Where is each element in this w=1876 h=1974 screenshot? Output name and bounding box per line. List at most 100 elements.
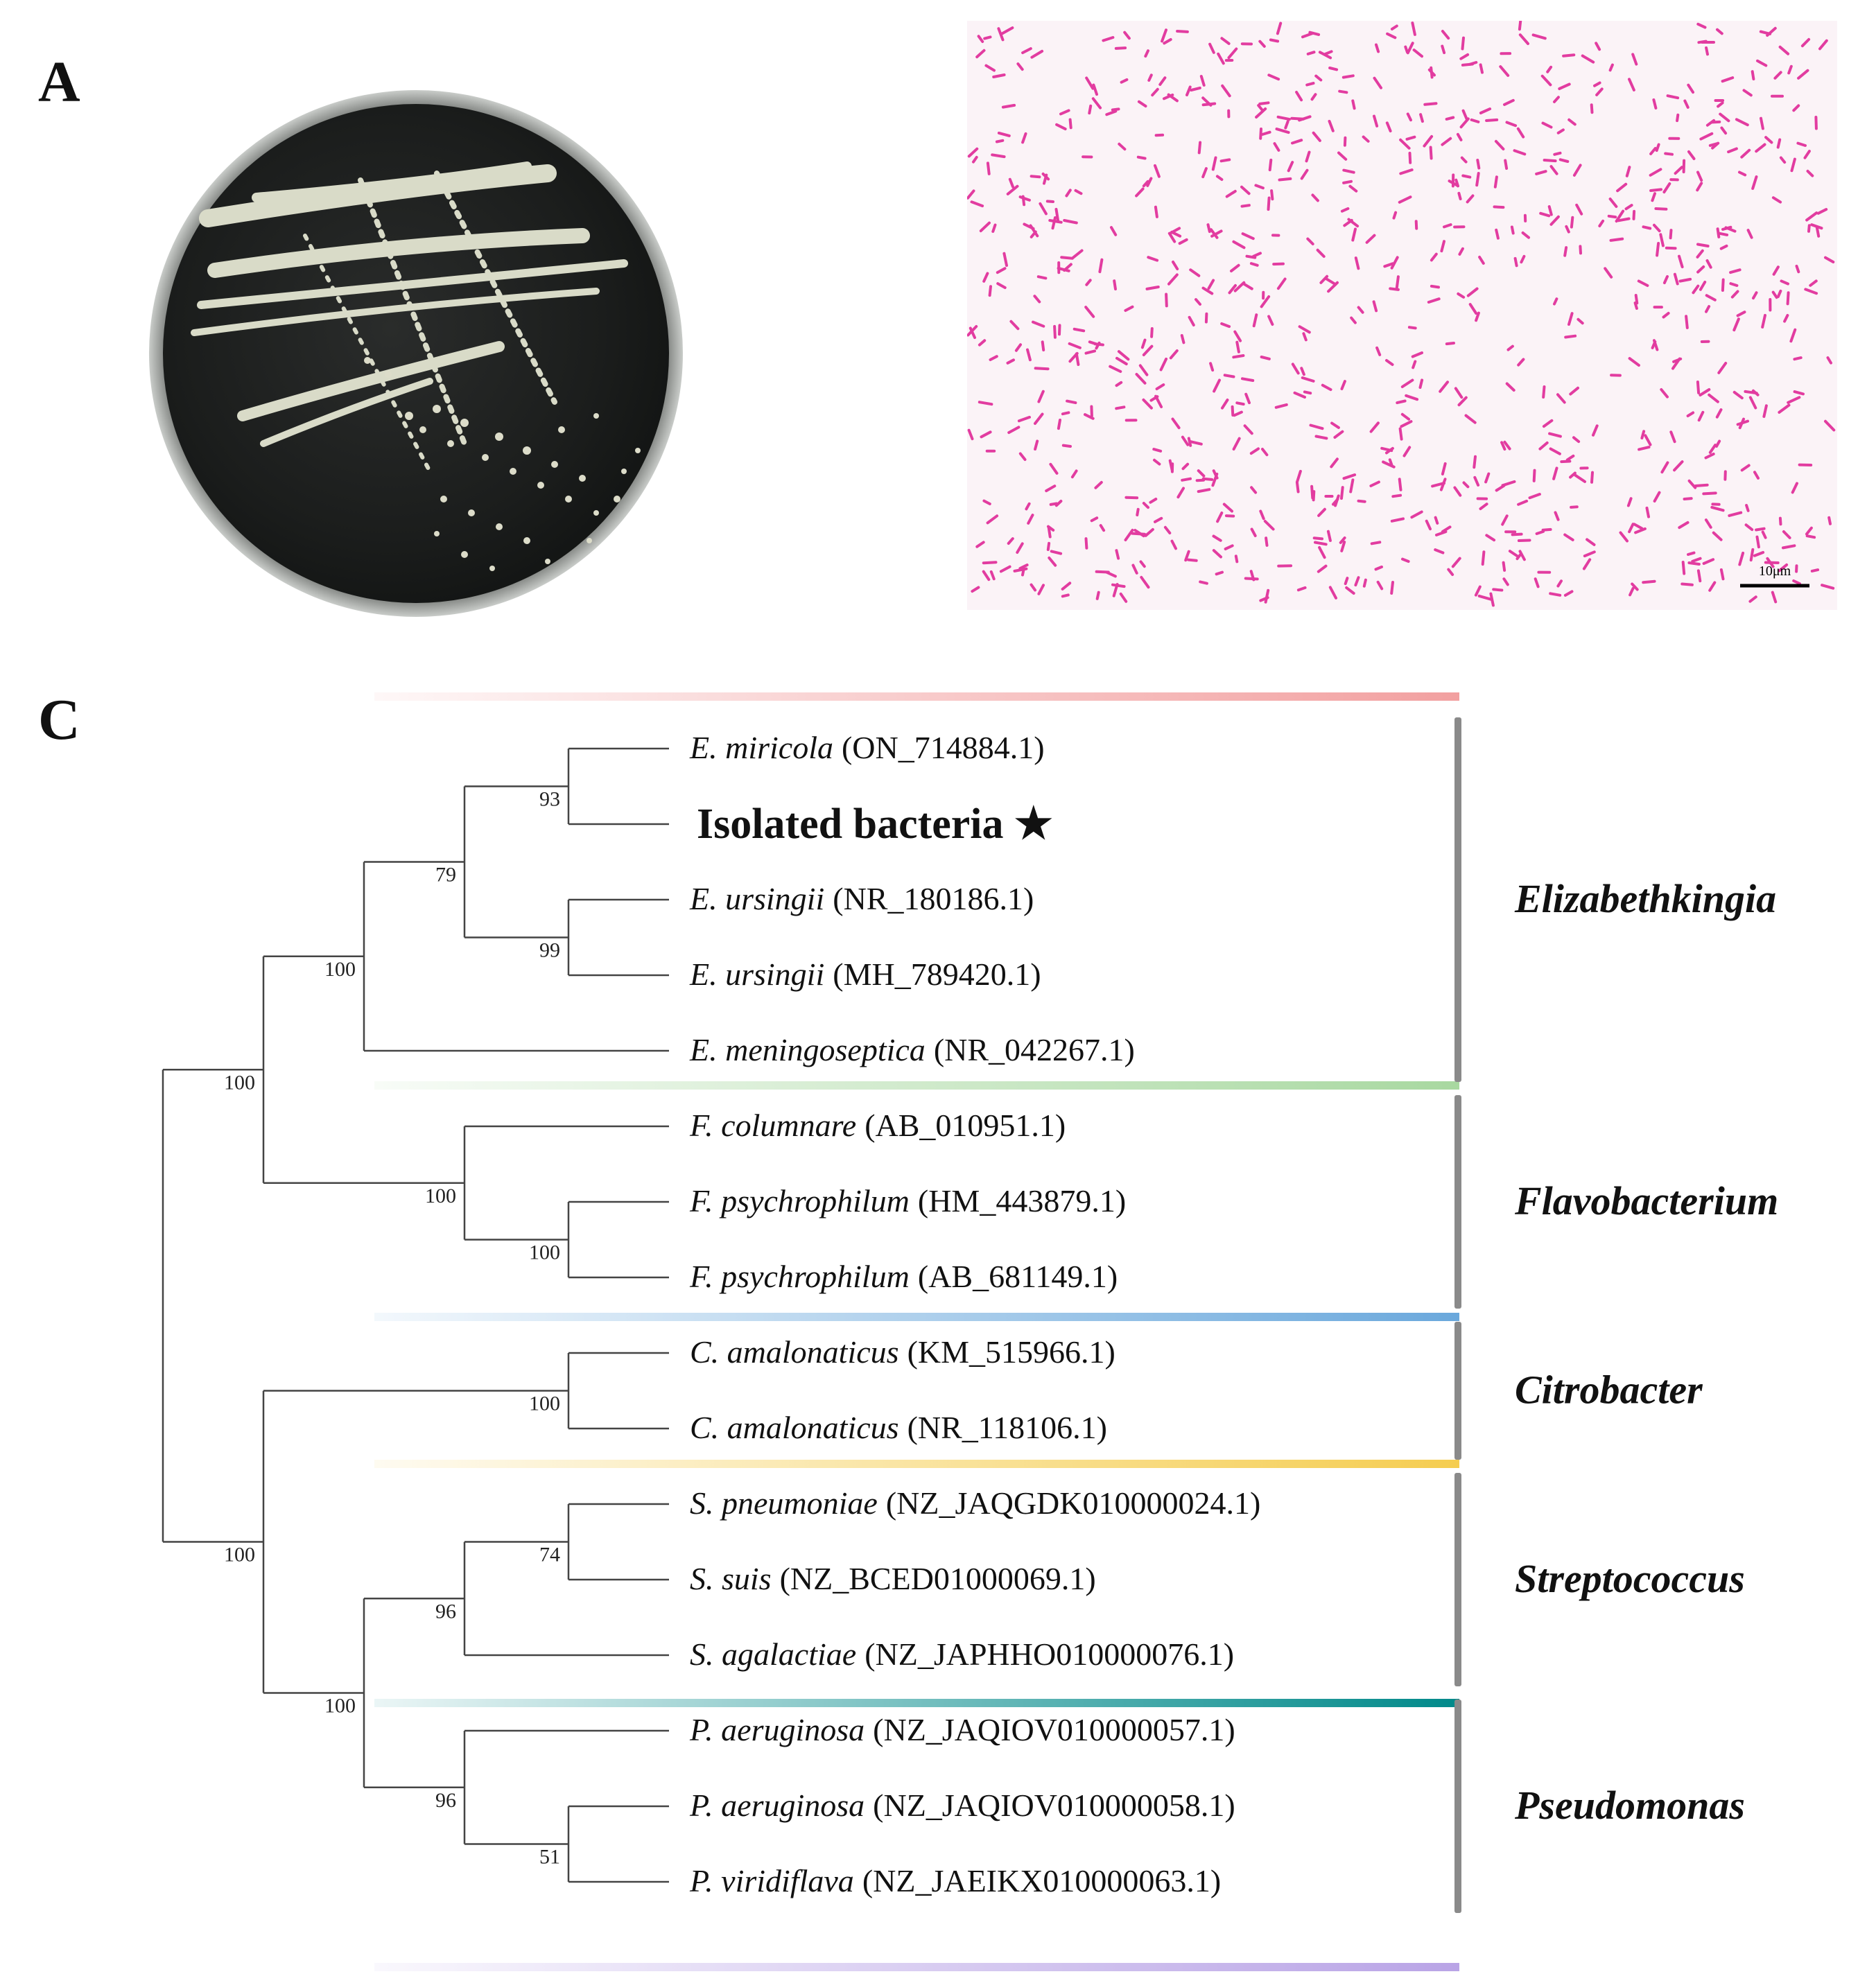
bacterium-rod bbox=[1232, 354, 1245, 359]
bacterium-rod bbox=[1151, 87, 1159, 97]
bacterium-rod bbox=[1771, 591, 1778, 604]
bootstrap-value: 100 bbox=[224, 1544, 255, 1566]
bacterium-rod bbox=[1540, 74, 1552, 87]
bacterium-rod bbox=[1562, 53, 1576, 58]
bacterium-rod bbox=[1398, 478, 1402, 491]
bacterium-rod bbox=[1061, 582, 1072, 591]
taxon-accession: (AB_010951.1) bbox=[865, 1108, 1066, 1143]
bacterium-rod bbox=[1291, 139, 1303, 145]
taxon-accession: (NZ_JAPHHO010000076.1) bbox=[865, 1636, 1234, 1672]
bacterium-rod bbox=[1296, 586, 1307, 592]
bacterium-rod bbox=[1309, 423, 1324, 430]
bacterium-rod bbox=[1276, 115, 1291, 121]
bacterium-rod bbox=[1235, 340, 1240, 353]
bacterium-rod bbox=[1520, 254, 1526, 264]
bacterium-rod bbox=[1216, 512, 1224, 523]
bacterium-rod bbox=[1197, 469, 1206, 478]
bacterium-rod bbox=[1142, 180, 1149, 188]
bacterium-rod bbox=[1195, 478, 1206, 482]
bootstrap-value: 74 bbox=[539, 1544, 560, 1566]
bacterium-rod bbox=[1332, 498, 1339, 506]
bacterium-rod bbox=[1369, 421, 1380, 433]
bacterium-rod bbox=[1301, 376, 1315, 383]
bacterium-rod bbox=[1805, 211, 1818, 222]
bacterium-rod bbox=[1411, 21, 1416, 36]
taxon-species: C. amalonaticus bbox=[690, 1410, 899, 1445]
bacterium-rod bbox=[1181, 477, 1192, 482]
bacterium-rod bbox=[1410, 510, 1423, 519]
bacterium-rod bbox=[1458, 247, 1464, 256]
bacterium-rod bbox=[1705, 305, 1711, 313]
bacterium-rod bbox=[1350, 316, 1357, 324]
bacterium-rod bbox=[1408, 151, 1412, 164]
bacterium-rod bbox=[972, 155, 978, 164]
bacterium-rod bbox=[1448, 180, 1459, 187]
bacterium-rod bbox=[1084, 306, 1095, 318]
bacterium-rod bbox=[1633, 523, 1644, 530]
bacterium-rod bbox=[1631, 53, 1638, 66]
bacterium-rod bbox=[1018, 195, 1031, 202]
bacterium-rod bbox=[1687, 83, 1694, 94]
bacterium-rod bbox=[1263, 520, 1275, 531]
bacterium-rod bbox=[1140, 575, 1150, 589]
bacterium-rod bbox=[1034, 367, 1050, 371]
bacterium-rod bbox=[1235, 401, 1245, 406]
bacterium-rod bbox=[1310, 93, 1317, 101]
bacterium-rod bbox=[1558, 158, 1570, 163]
bacterium-rod bbox=[1146, 177, 1153, 187]
bacterium-rod bbox=[1318, 545, 1326, 559]
bacterium-rod bbox=[1732, 317, 1740, 332]
bacterium-rod bbox=[1742, 89, 1753, 97]
taxon-accession: (MH_789420.1) bbox=[833, 957, 1041, 992]
bacterium-rod bbox=[1373, 76, 1382, 89]
bacterium-rod bbox=[1084, 413, 1095, 420]
bacterium-rod bbox=[1696, 265, 1705, 274]
bacterium-rod bbox=[1197, 488, 1211, 494]
taxon-accession: (NZ_JAQIOV010000057.1) bbox=[873, 1712, 1235, 1747]
bacterium-rod bbox=[1479, 63, 1484, 74]
bacterium-rod bbox=[1753, 471, 1760, 480]
bacterium-rod bbox=[1188, 439, 1203, 446]
bootstrap-value: 100 bbox=[324, 1695, 356, 1718]
bacterium-rod bbox=[1662, 182, 1671, 194]
taxon-species: P. aeruginosa bbox=[689, 1788, 865, 1823]
bacterium-rod bbox=[1021, 195, 1026, 207]
bacterium-rod bbox=[1314, 74, 1323, 82]
bacterium-rod bbox=[1572, 436, 1581, 444]
bacterium-rod bbox=[1640, 430, 1646, 439]
bacterium-rod bbox=[1219, 158, 1231, 163]
bacterium-rod bbox=[1034, 439, 1039, 451]
bacterium-rod bbox=[1691, 557, 1702, 563]
bacterium-rod bbox=[1400, 420, 1413, 428]
bacterium-rod bbox=[1780, 279, 1789, 286]
bacterium-rod bbox=[1729, 268, 1742, 274]
bacterium-rod bbox=[1411, 351, 1423, 358]
taxon-label: C. amalonaticus(NR_118106.1) bbox=[690, 1410, 1107, 1445]
bacterium-rod bbox=[1295, 481, 1300, 494]
bacterium-rod bbox=[1267, 73, 1280, 81]
bacterium-rod bbox=[1464, 414, 1477, 424]
bacterium-rod bbox=[1025, 502, 1031, 511]
bacterium-rod bbox=[1400, 412, 1411, 421]
bacterium-rod bbox=[1751, 70, 1755, 80]
bacterium-rod bbox=[1778, 516, 1782, 526]
bacterium-rod bbox=[1664, 152, 1674, 156]
bacterium-rod bbox=[1466, 287, 1479, 297]
bacterium-rod bbox=[1168, 227, 1181, 235]
bacterium-rod bbox=[1201, 477, 1214, 481]
taxon-label: F. columnare(AB_010951.1) bbox=[689, 1108, 1066, 1143]
bacterium-rod bbox=[1749, 548, 1755, 562]
bacterium-rod bbox=[1538, 441, 1549, 451]
bacterium-rod bbox=[1071, 249, 1084, 259]
bacterium-rod bbox=[1163, 38, 1172, 45]
bacterium-rod bbox=[1155, 383, 1165, 391]
bacterium-rod bbox=[1002, 252, 1008, 267]
bacterium-rod bbox=[1439, 381, 1449, 393]
bacterium-rod bbox=[1696, 22, 1707, 29]
bacterium-rod bbox=[1154, 205, 1158, 218]
bacterium-rod bbox=[1619, 531, 1629, 543]
bacterium-rod bbox=[1113, 279, 1117, 290]
bacterium-rod bbox=[1017, 415, 1031, 423]
bacterium-rod bbox=[1398, 195, 1412, 204]
bacterium-rod bbox=[1637, 279, 1649, 287]
